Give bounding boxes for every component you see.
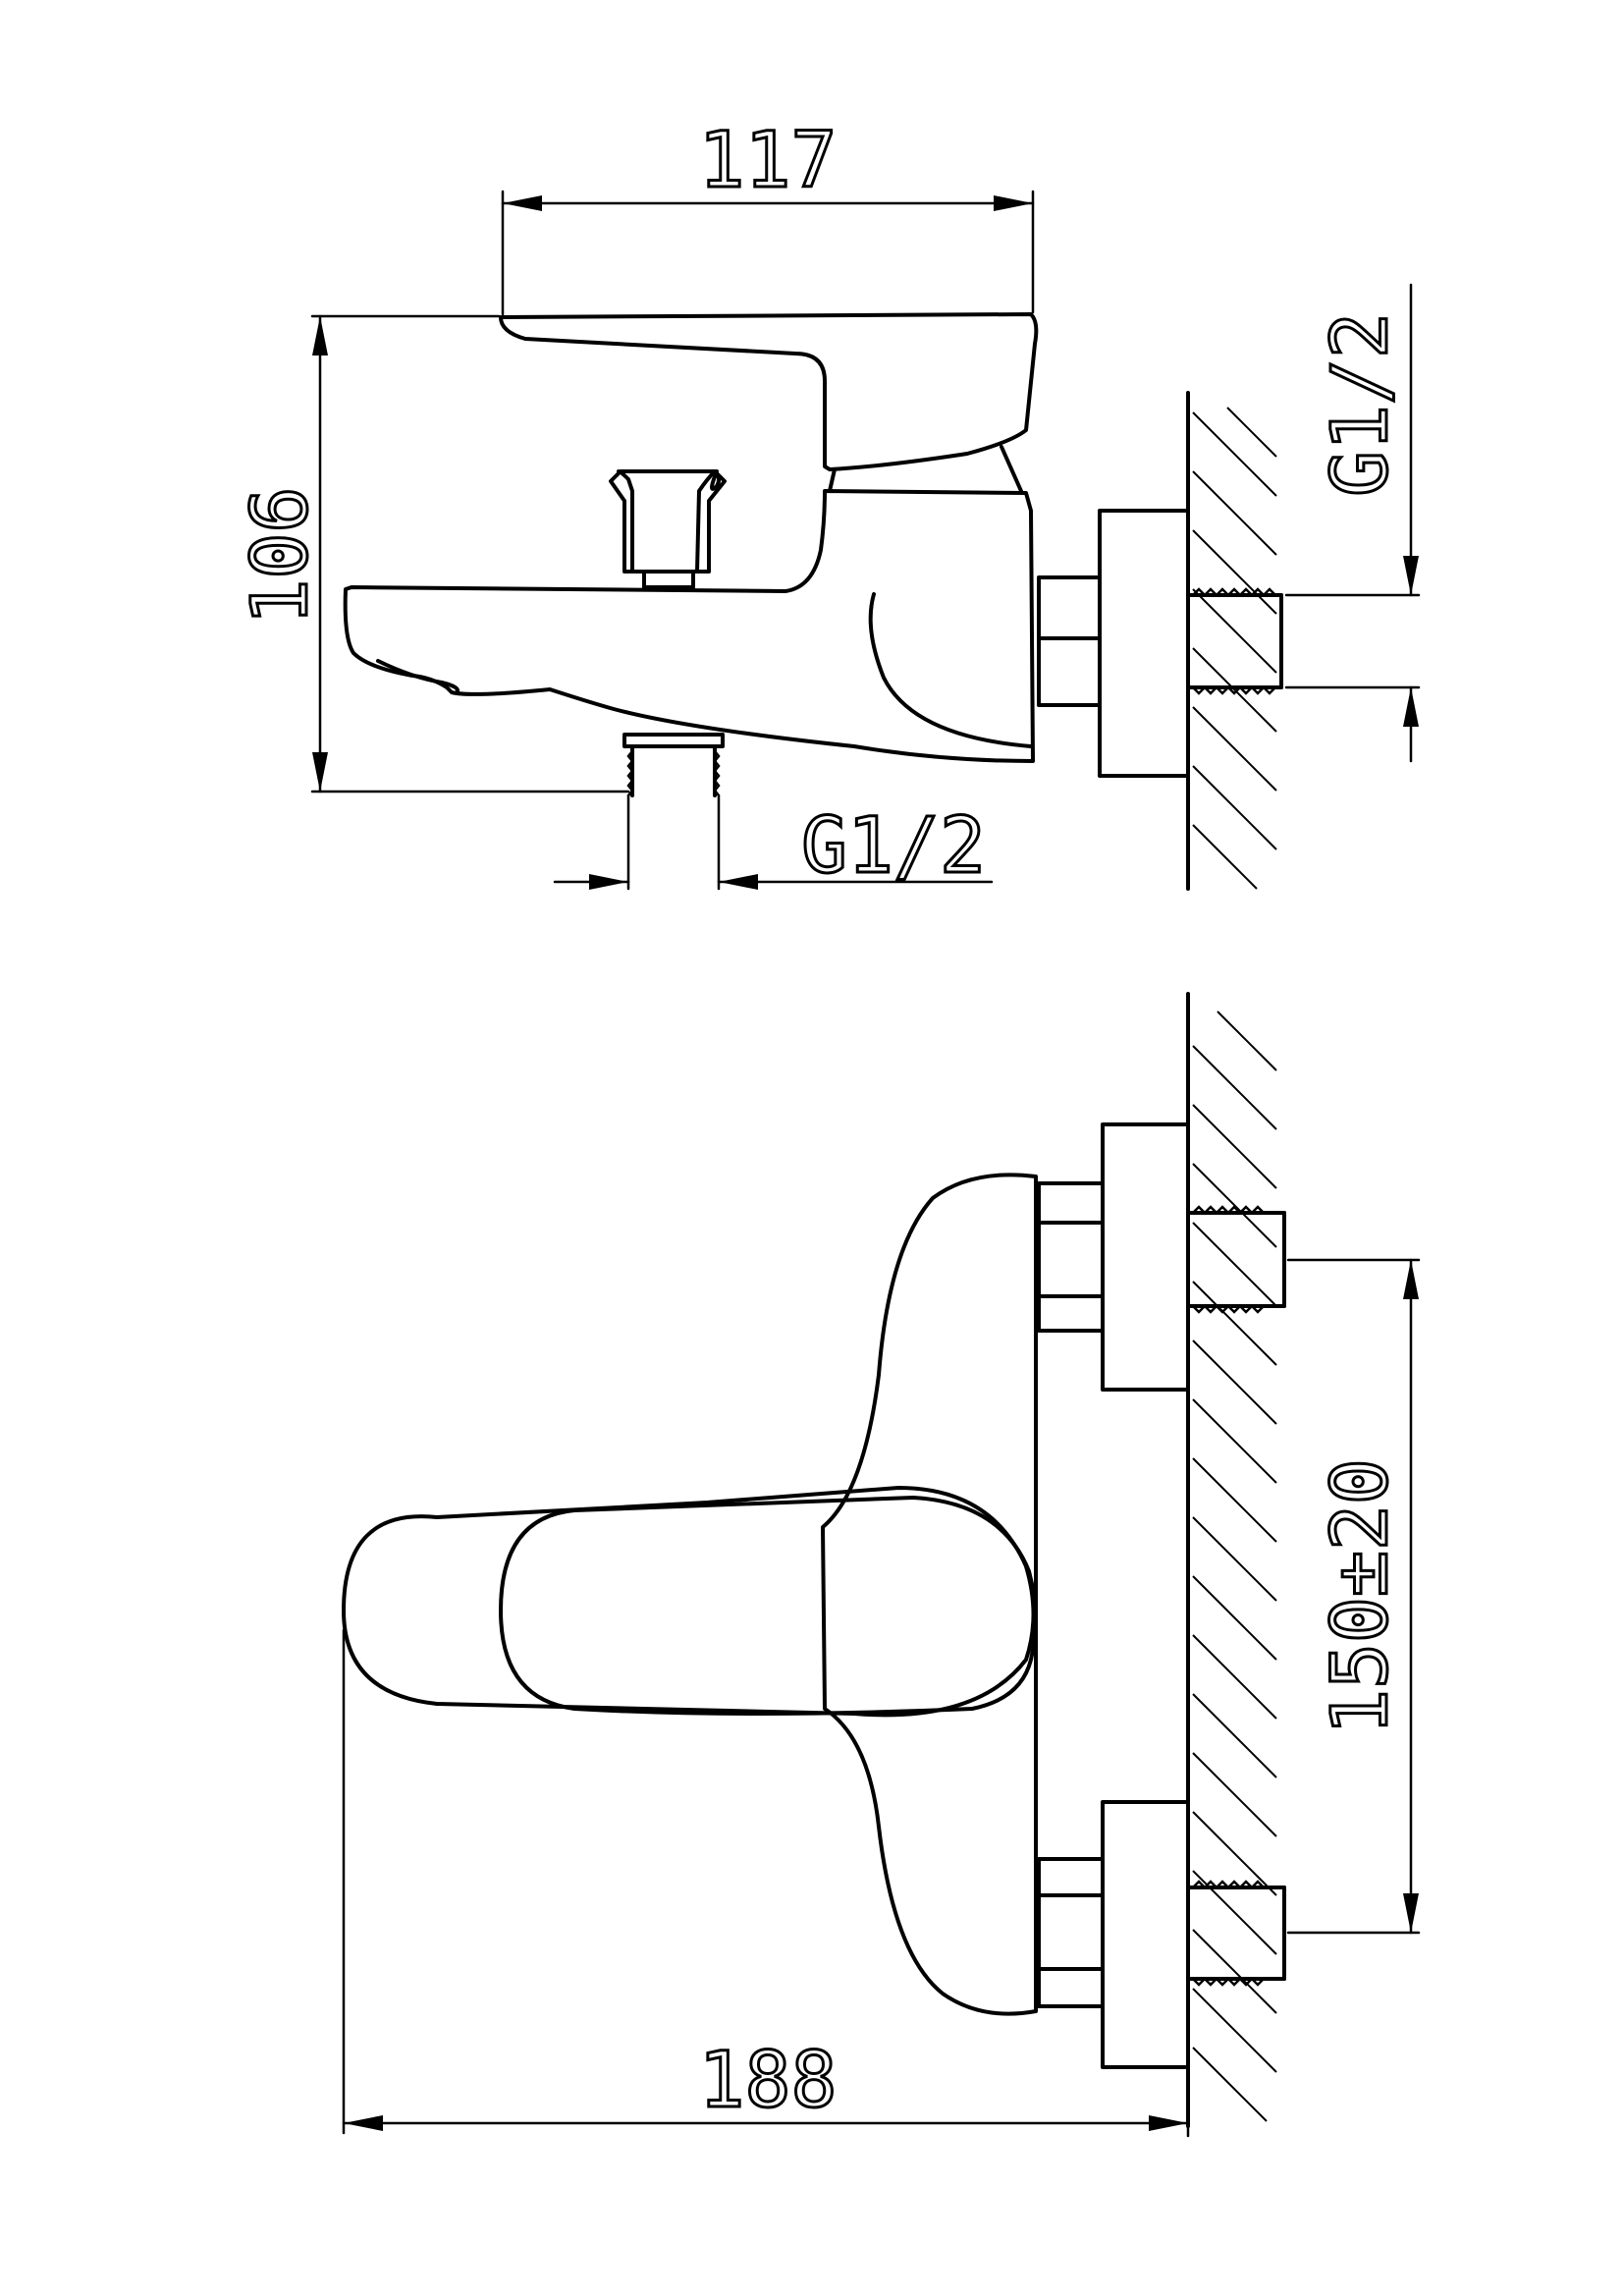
dim-g12-right-label: G1/2 bbox=[1317, 312, 1405, 497]
threaded-inlet bbox=[1186, 587, 1283, 695]
spout-curve bbox=[868, 592, 1033, 748]
mixer-body-front bbox=[821, 1173, 1038, 2016]
dim-g12-bottom-label: G1/2 bbox=[801, 802, 986, 891]
wall-flange bbox=[1098, 509, 1190, 778]
lower-nut bbox=[1037, 1857, 1105, 2008]
dim-117: 117 bbox=[501, 116, 1035, 316]
lower-flange bbox=[1101, 1800, 1190, 2069]
lever-inner bbox=[499, 1496, 1038, 1716]
upper-thread bbox=[1186, 1205, 1286, 1314]
spout-outlet bbox=[376, 659, 460, 694]
dim-g12-bottom: G1/2 bbox=[553, 793, 994, 893]
dim-g12-right: G1/2 bbox=[1284, 283, 1421, 763]
lever-handle-front[interactable] bbox=[342, 1486, 1036, 1718]
dim-188-label: 188 bbox=[699, 2037, 838, 2125]
dim-117-label: 117 bbox=[699, 117, 838, 205]
dim-188: 188 bbox=[342, 1628, 1190, 2138]
lower-thread bbox=[1186, 1880, 1286, 1987]
dim-106: 106 bbox=[236, 314, 630, 793]
front-view: 150±20 188 bbox=[342, 992, 1421, 2138]
dim-150: 150±20 bbox=[1286, 1258, 1421, 1935]
handle-lever[interactable] bbox=[499, 312, 1039, 471]
upper-nut bbox=[1037, 1181, 1105, 1333]
bottom-thread bbox=[622, 733, 725, 797]
handle-neck bbox=[828, 445, 1023, 493]
wall-hatching-top bbox=[1192, 407, 1277, 890]
wall-hatching-bottom bbox=[1192, 1011, 1277, 2122]
side-view: 117 106 G1/2 G1 bbox=[236, 116, 1421, 893]
connector-nut bbox=[1037, 575, 1102, 707]
diverter-knob[interactable] bbox=[609, 469, 727, 589]
dim-150-label: 150±20 bbox=[1317, 1458, 1405, 1735]
mixer-body bbox=[343, 489, 1035, 763]
dim-106-label: 106 bbox=[237, 487, 325, 626]
upper-flange bbox=[1101, 1122, 1190, 1392]
